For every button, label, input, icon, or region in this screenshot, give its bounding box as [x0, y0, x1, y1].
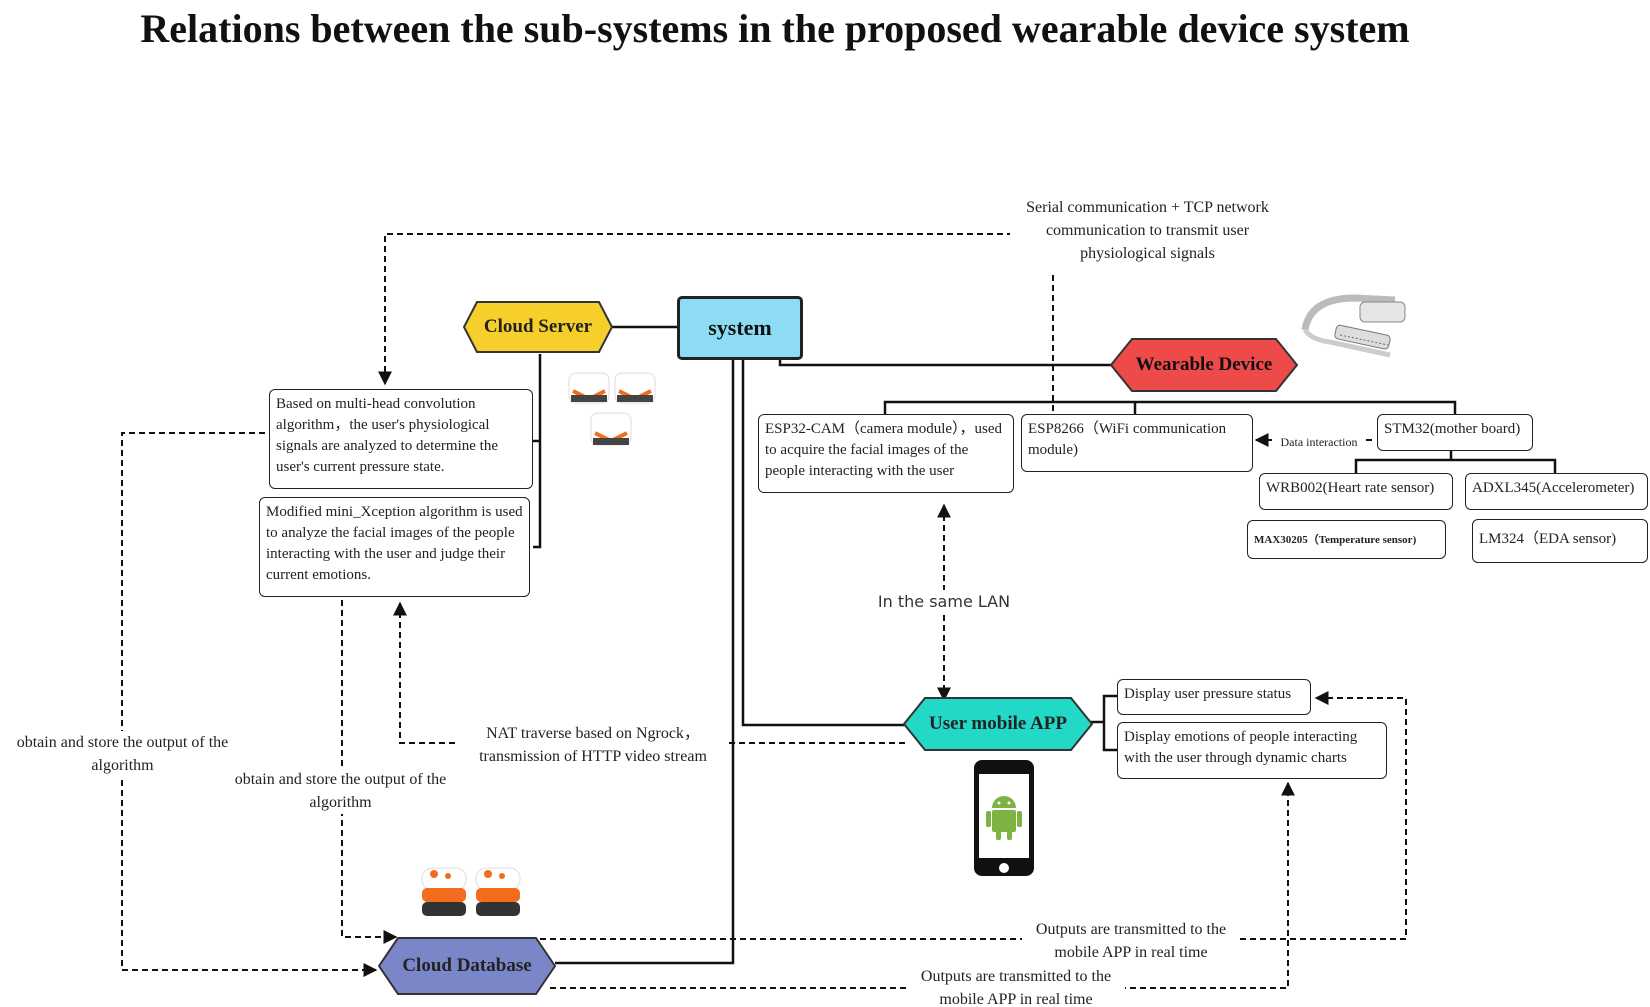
- wearable-device-node: Wearable Device: [1110, 338, 1298, 392]
- same-lan-label: In the same LAN: [868, 590, 1020, 613]
- wearable-device-label: Wearable Device: [1135, 354, 1273, 375]
- display-pressure-box: Display user pressure status: [1117, 679, 1311, 715]
- system-label: system: [708, 315, 772, 340]
- wearable-band-icon: [1301, 294, 1406, 358]
- serial-tcp-label: Serial communication + TCP network commu…: [1010, 196, 1285, 265]
- obtain-store-mid-label: obtain and store the output of the algor…: [218, 768, 463, 814]
- outputs-transmitted-label-2: Outputs are transmitted to the mobile AP…: [907, 965, 1125, 1007]
- stm32-box: STM32(mother board): [1377, 414, 1533, 451]
- cloud-server-cubes-icon: [568, 372, 656, 446]
- display-emotions-box: Display emotions of people interacting w…: [1117, 722, 1387, 779]
- max30205-box: MAX30205（Temperature sensor): [1247, 520, 1446, 559]
- cloud-database-node: Cloud Database: [378, 937, 556, 995]
- outputs-transmitted-label-1: Outputs are transmitted to the mobile AP…: [1022, 918, 1240, 964]
- adxl345-box: ADXL345(Accelerometer): [1465, 473, 1648, 510]
- cloud-database-label: Cloud Database: [402, 955, 532, 976]
- esp32-cam-box: ESP32-CAM（camera module），used to acquire…: [758, 414, 1014, 493]
- cloud-server-node: Cloud Server: [463, 301, 613, 353]
- obtain-store-left-label: obtain and store the output of the algor…: [0, 731, 245, 777]
- xception-algorithm-box: Modified mini_Xception algorithm is used…: [259, 497, 530, 597]
- multihead-algorithm-box: Based on multi-head convolution algorith…: [269, 389, 533, 489]
- data-interaction-label: Data interaction: [1276, 431, 1362, 454]
- cloud-server-label: Cloud Server: [483, 316, 593, 337]
- wrb002-box: WRB002(Heart rate sensor): [1259, 473, 1453, 510]
- nat-traverse-label: NAT traverse based on Ngrock，transmissio…: [458, 722, 728, 768]
- database-icon: [421, 867, 521, 916]
- diagram-title: Relations between the sub-systems in the…: [140, 6, 1410, 51]
- lm324-box: LM324（EDA sensor): [1472, 519, 1648, 563]
- esp8266-box: ESP8266（WiFi communication module): [1021, 414, 1253, 472]
- android-phone-icon: [974, 760, 1034, 876]
- user-mobile-app-node: User mobile APP: [903, 697, 1093, 751]
- user-mobile-app-label: User mobile APP: [929, 713, 1067, 734]
- system-node: system: [677, 296, 803, 360]
